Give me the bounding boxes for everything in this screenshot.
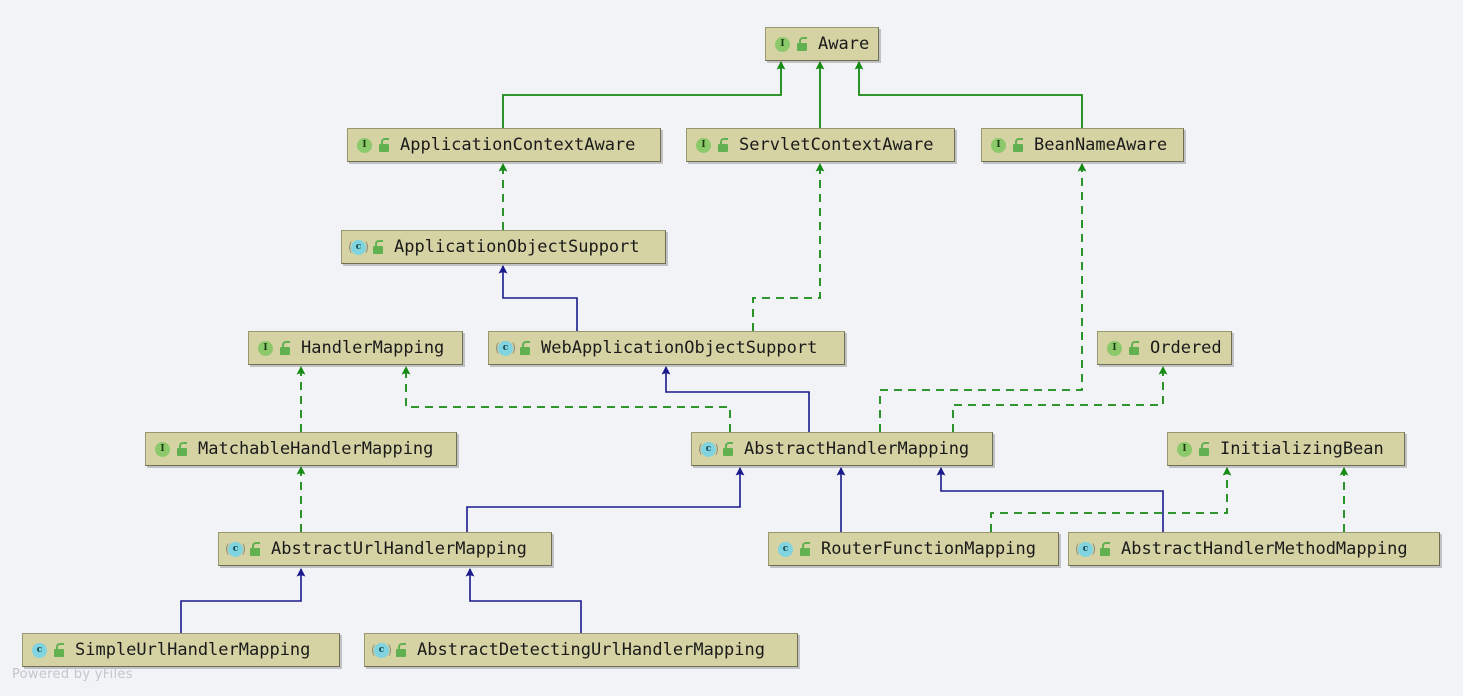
edge-extends-webApplicationObjectSupport-to-applicationObjectSupport — [498, 265, 578, 331]
class-badge-icon: c — [30, 641, 49, 660]
class-node-label: AbstractHandlerMapping — [744, 438, 970, 459]
interface-badge-icon: I — [773, 35, 792, 54]
class-node-applicationContextAware[interactable]: I ApplicationContextAware — [347, 128, 661, 162]
lock-icon — [394, 642, 408, 658]
interface-badge-icon: I — [153, 440, 172, 459]
interface-badge-icon: I — [256, 339, 275, 358]
class-node-abstractDetectingUrlHandlerMapping[interactable]: ()c AbstractDetectingUrlHandlerMapping — [364, 633, 798, 667]
class-node-applicationObjectSupport[interactable]: ()c ApplicationObjectSupport — [341, 230, 666, 264]
badge-glyph: c — [351, 239, 366, 255]
edge-extends-simpleUrlHandlerMapping-to-abstractUrlHandlerMapping — [180, 568, 306, 633]
badge-glyph: c — [701, 441, 716, 457]
class-node-label: WebApplicationObjectSupport — [541, 337, 818, 358]
class-node-label: BeanNameAware — [1034, 134, 1168, 155]
badge-glyph: c — [778, 541, 793, 557]
class-badge-icon: c — [776, 540, 795, 559]
class-node-label: InitializingBean — [1220, 438, 1384, 459]
class-node-ordered[interactable]: I Ordered — [1097, 331, 1232, 365]
edge-extends-abstractHandlerMapping-to-webApplicationObjectSupport — [661, 366, 810, 432]
class-node-abstractHandlerMapping[interactable]: ()c AbstractHandlerMapping — [691, 432, 993, 466]
class-node-label: RouterFunctionMapping — [821, 538, 1036, 559]
lock-icon — [721, 441, 735, 457]
badge-glyph: I — [775, 36, 790, 52]
badge-glyph: I — [696, 137, 711, 153]
class-node-abstractUrlHandlerMapping[interactable]: ()c AbstractUrlHandlerMapping — [218, 532, 552, 566]
class-badge-icon: ()c — [348, 238, 369, 257]
interface-badge-icon: I — [1105, 339, 1124, 358]
lock-icon — [248, 541, 262, 557]
edge-extends-interface-applicationContextAware-to-aware — [502, 61, 786, 128]
badge-glyph: c — [32, 642, 47, 658]
yfiles-watermark: Powered by yFiles — [12, 667, 133, 682]
badge-glyph: I — [155, 441, 170, 457]
interface-badge-icon: I — [989, 136, 1008, 155]
class-node-label: AbstractUrlHandlerMapping — [271, 538, 527, 559]
class-badge-icon: ()c — [495, 339, 516, 358]
class-node-label: MatchableHandlerMapping — [198, 438, 434, 459]
badge-glyph: I — [991, 137, 1006, 153]
class-node-label: ApplicationObjectSupport — [394, 236, 640, 257]
edge-implements-routerFunctionMapping-to-initializingBean — [990, 467, 1232, 532]
edge-implements-abstractHandlerMapping-to-handlerMapping — [401, 366, 731, 432]
class-node-label: Ordered — [1150, 337, 1222, 358]
class-node-label: AbstractDetectingUrlHandlerMapping — [417, 639, 765, 660]
edge-extends-interface-beanNameAware-to-aware — [854, 61, 1083, 128]
class-node-abstractHandlerMethodMapping[interactable]: ()c AbstractHandlerMethodMapping — [1068, 532, 1440, 566]
class-node-handlerMapping[interactable]: I HandlerMapping — [248, 331, 463, 365]
class-node-webApplicationObjectSupport[interactable]: ()c WebApplicationObjectSupport — [488, 331, 845, 365]
class-node-label: SimpleUrlHandlerMapping — [75, 639, 311, 660]
class-node-aware[interactable]: I Aware — [765, 27, 879, 61]
edge-implements-abstractHandlerMapping-to-ordered — [952, 366, 1168, 432]
lock-icon — [795, 36, 809, 52]
class-node-beanNameAware[interactable]: I BeanNameAware — [981, 128, 1184, 162]
class-node-matchableHandlerMapping[interactable]: I MatchableHandlerMapping — [145, 432, 457, 466]
badge-glyph: I — [1177, 441, 1192, 457]
lock-icon — [798, 541, 812, 557]
lock-icon — [1127, 340, 1141, 356]
interface-badge-icon: I — [1175, 440, 1194, 459]
lock-icon — [371, 239, 385, 255]
class-node-label: AbstractHandlerMethodMapping — [1121, 538, 1408, 559]
class-node-routerFunctionMapping[interactable]: c RouterFunctionMapping — [768, 532, 1059, 566]
badge-glyph: c — [374, 642, 389, 658]
class-node-label: Aware — [818, 33, 870, 54]
interface-badge-icon: I — [355, 136, 374, 155]
badge-glyph: c — [228, 541, 243, 557]
class-node-initializingBean[interactable]: I InitializingBean — [1167, 432, 1405, 466]
class-node-simpleUrlHandlerMapping[interactable]: c SimpleUrlHandlerMapping — [22, 633, 340, 667]
lock-icon — [278, 340, 292, 356]
edge-extends-abstractHandlerMethodMapping-to-abstractHandlerMapping — [936, 467, 1164, 532]
lock-icon — [175, 441, 189, 457]
badge-glyph: c — [498, 340, 513, 356]
class-node-servletContextAware[interactable]: I ServletContextAware — [686, 128, 955, 162]
class-badge-icon: ()c — [698, 440, 719, 459]
lock-icon — [1011, 137, 1025, 153]
badge-glyph: I — [1107, 340, 1122, 356]
class-badge-icon: ()c — [371, 641, 392, 660]
interface-badge-icon: I — [694, 136, 713, 155]
lock-icon — [377, 137, 391, 153]
edge-implements-abstractHandlerMapping-to-beanNameAware — [879, 163, 1087, 432]
lock-icon — [518, 340, 532, 356]
edge-extends-abstractUrlHandlerMapping-to-abstractHandlerMapping — [466, 467, 745, 532]
edge-extends-abstractDetectingUrlHandlerMapping-to-abstractUrlHandlerMapping — [465, 568, 582, 633]
class-badge-icon: ()c — [1075, 540, 1096, 559]
lock-icon — [1098, 541, 1112, 557]
edge-implements-webApplicationObjectSupport-to-servletContextAware — [752, 163, 825, 331]
lock-icon — [52, 642, 66, 658]
lock-icon — [1197, 441, 1211, 457]
badge-glyph: I — [258, 340, 273, 356]
class-badge-icon: ()c — [225, 540, 246, 559]
class-node-label: ServletContextAware — [739, 134, 934, 155]
class-node-label: ApplicationContextAware — [400, 134, 636, 155]
badge-glyph: c — [1078, 541, 1093, 557]
class-node-label: HandlerMapping — [301, 337, 445, 358]
badge-glyph: I — [357, 137, 372, 153]
lock-icon — [716, 137, 730, 153]
